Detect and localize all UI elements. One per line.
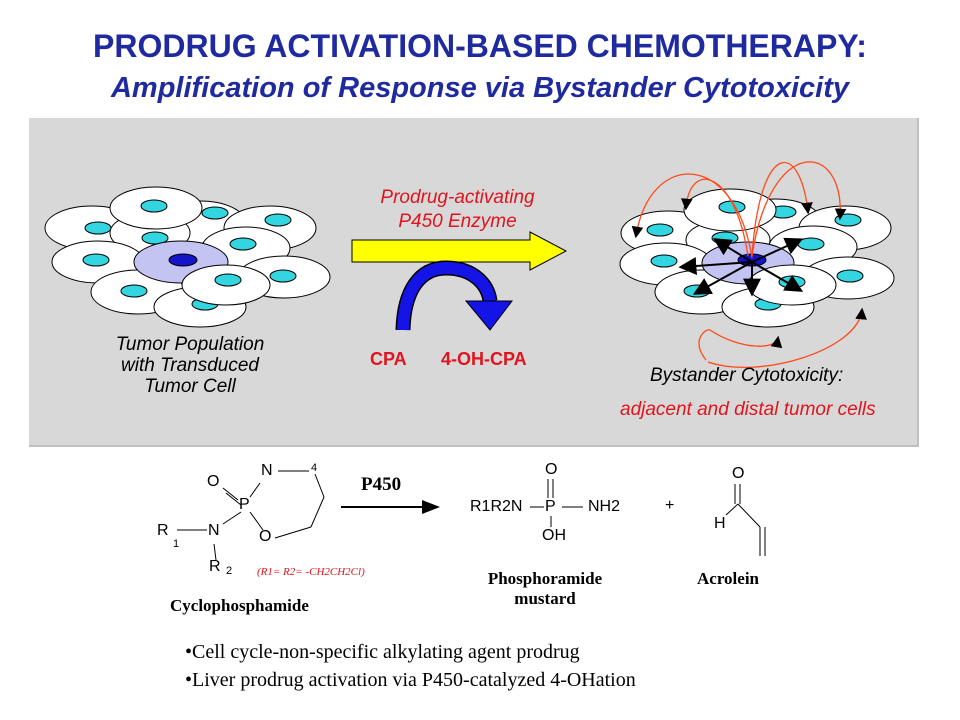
enzyme-label-line-1: Prodrug-activating — [380, 187, 535, 208]
tumor-label-line-3: Tumor Cell — [144, 376, 236, 397]
adjacent-diffusion-arrows — [678, 237, 804, 297]
plus-sign: + — [665, 497, 675, 514]
bullet-item: •Cell cycle-non-specific alkylating agen… — [185, 641, 580, 663]
tumor-cell — [683, 188, 777, 232]
enzyme-label-line-2: P450 Enzyme — [398, 211, 517, 232]
oh-cpa-label: 4-OH-CPA — [441, 349, 527, 369]
acrolein-name: Acrolein — [697, 569, 760, 588]
atom-o-double: O — [207, 473, 220, 490]
atom-r2: R — [209, 558, 221, 575]
atom-n-ring: N — [261, 462, 273, 479]
phosphoramide-name-line-2: mustard — [514, 589, 576, 608]
atom-nh2: NH2 — [588, 498, 621, 515]
cyclophosphamide-name: Cyclophosphamide — [170, 596, 309, 615]
reaction-arrow — [341, 500, 440, 514]
distal-diffusion-arrows — [631, 161, 867, 368]
bystander-sublabel: adjacent and distal tumor cells — [620, 399, 876, 420]
phosphoramide-structure — [530, 479, 583, 527]
atom-r1r2n: R1R2N — [470, 498, 523, 515]
title-line-1: PRODRUG ACTIVATION-BASED CHEMOTHERAPY: — [93, 28, 867, 64]
bullet-list: •Cell cycle-non-specific alkylating agen… — [185, 638, 636, 694]
enzyme-label: Prodrug-activating P450 Enzyme — [340, 186, 575, 234]
tumor-cell — [109, 186, 203, 230]
atom-p: P — [239, 496, 250, 513]
atom-o-ring: O — [259, 528, 272, 545]
phosphoramide-name-line-1: Phosphoramide — [487, 569, 603, 588]
tumor-label-line-1: Tumor Population — [115, 334, 265, 355]
atom-oh: OH — [542, 527, 566, 544]
r-group-definition: (R1= R2= -CH2CH2Cl) — [257, 566, 365, 578]
enzyme-arrow — [351, 231, 568, 271]
tumor-cluster-right — [619, 188, 895, 328]
reaction-arrow-label: P450 — [361, 474, 402, 495]
tumor-label-line-2: with Transduced — [121, 355, 259, 376]
atom-o-acrolein: O — [732, 465, 745, 482]
bystander-label: Bystander Cytotoxicity: — [650, 365, 844, 386]
atom-n-amine: N — [208, 522, 220, 539]
bullet-item: •Liver prodrug activation via P450-catal… — [185, 669, 636, 691]
tumor-population-label: Tumor Population with Transduced Tumor C… — [80, 334, 300, 397]
cpa-label: CPA — [370, 349, 407, 369]
cyclophosphamide-structure — [177, 470, 325, 561]
atom-r1: R — [157, 522, 169, 539]
phosphoramide-name: Phosphoramide mustard — [470, 569, 620, 609]
acrolein-structure — [725, 484, 766, 556]
tumor-cell — [181, 264, 271, 306]
atom-o-phos: O — [545, 461, 558, 478]
atom-h-acrolein: H — [714, 515, 726, 532]
atom-p-phos: P — [545, 498, 556, 515]
atom-r2-subscript: 2 — [226, 565, 233, 577]
tumor-cluster-left — [44, 186, 331, 328]
ring-position-label: 4 — [311, 462, 318, 474]
atom-r1-subscript: 1 — [173, 538, 180, 550]
activation-curved-arrow — [395, 260, 514, 331]
title-line-2: Amplification of Response via Bystander … — [110, 72, 850, 104]
